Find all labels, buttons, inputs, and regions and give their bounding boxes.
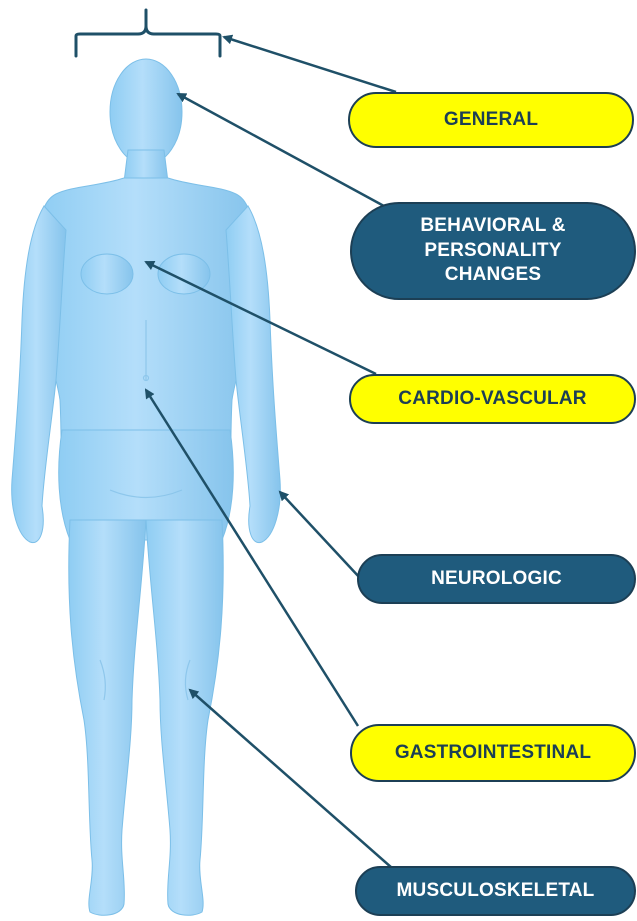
head [110,59,182,165]
label-cardiovascular: CARDIO-VASCULAR [349,374,636,424]
chest-left [81,254,133,294]
label-musculoskeletal: MUSCULOSKELETAL [355,866,636,916]
human-figure [12,59,281,915]
label-behavioral-personality-changes: BEHAVIORAL & PERSONALITY CHANGES [350,202,636,300]
arrow-neurologic [280,492,360,578]
arrow-musculoskeletal [190,690,392,868]
label-gastrointestinal: GASTROINTESTINAL [350,724,636,782]
left-leg [69,520,146,915]
neck [124,150,168,182]
head-bracket [76,10,220,56]
right-leg [146,520,223,915]
label-general: GENERAL [348,92,634,148]
label-neurologic: NEUROLOGIC [357,554,636,604]
arrow-general [224,37,396,92]
